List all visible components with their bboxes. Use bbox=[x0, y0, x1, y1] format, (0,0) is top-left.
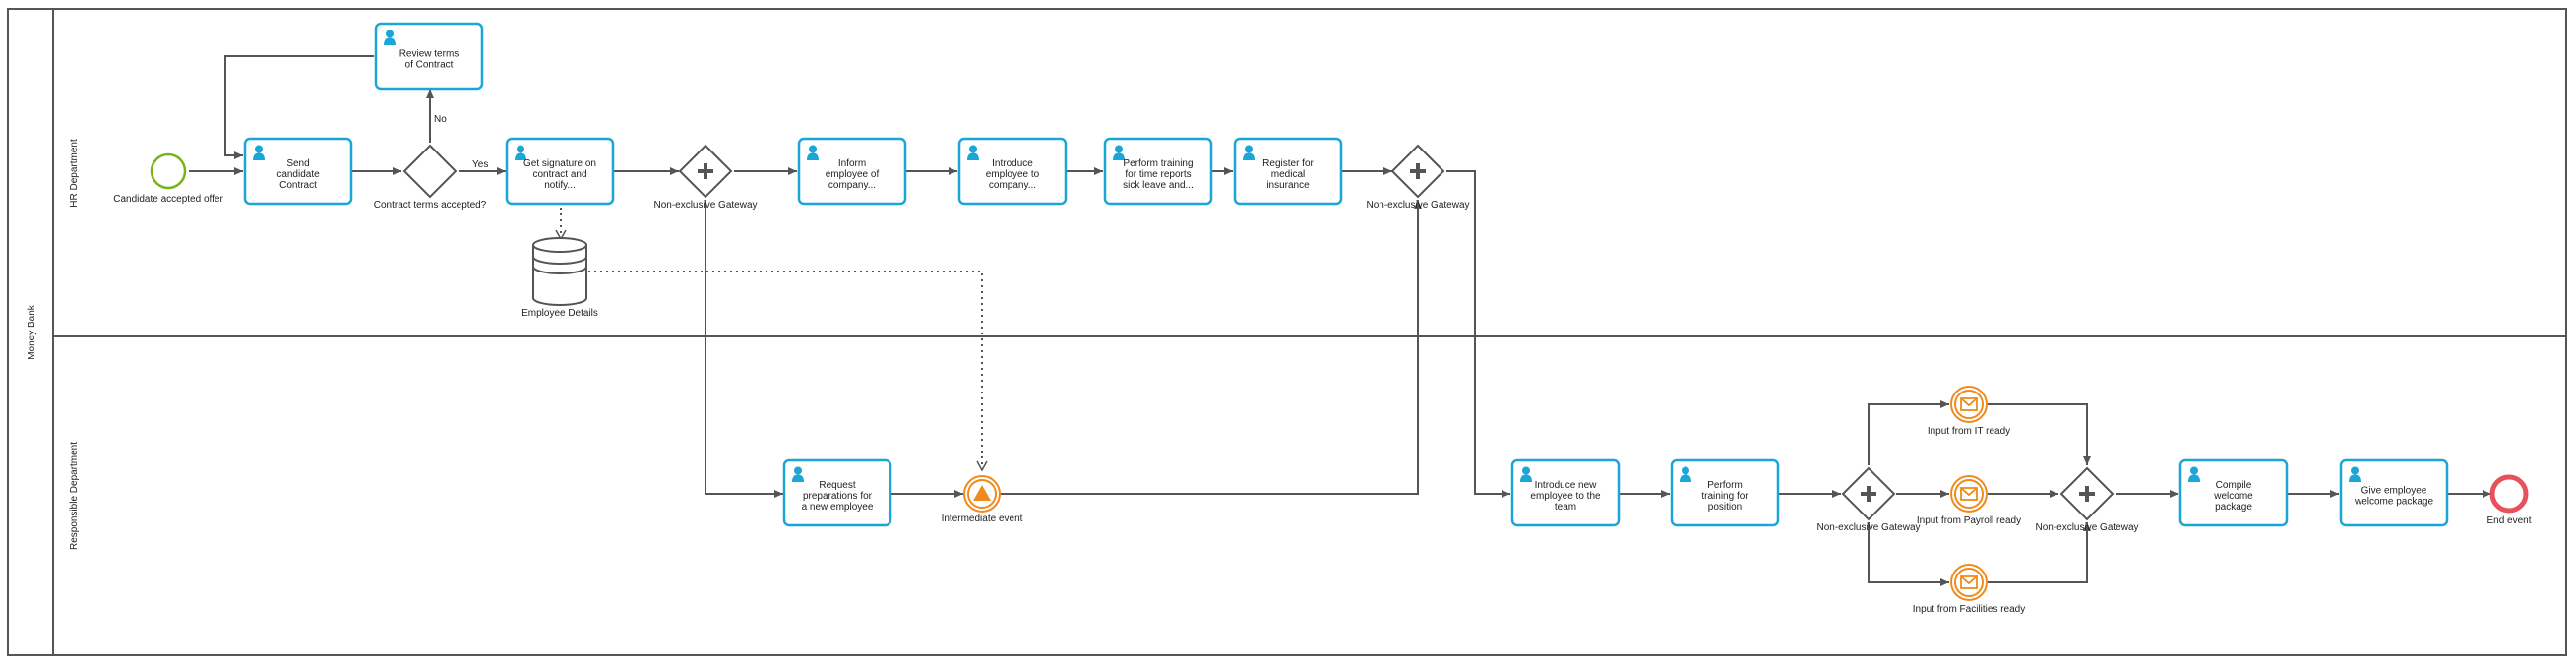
flow-label-yes: Yes bbox=[472, 159, 488, 170]
task-label: package bbox=[2215, 502, 2252, 513]
user-icon bbox=[384, 30, 396, 45]
user-icon bbox=[792, 466, 804, 482]
user-icon bbox=[1113, 145, 1125, 160]
gateway-g_terms[interactable]: Contract terms accepted? bbox=[374, 144, 487, 211]
task-label: insurance bbox=[1266, 180, 1310, 191]
pool: Money Bank HR Department Responsible Dep… bbox=[7, 8, 2567, 656]
plus-icon bbox=[698, 163, 713, 179]
task-label: Inform bbox=[838, 158, 866, 169]
pool-label: Money Bank bbox=[27, 304, 37, 360]
lane-label-hr: HR Department bbox=[69, 139, 80, 208]
task-label: employee to bbox=[986, 169, 1040, 180]
gateway-g4[interactable]: Non-exclusive Gateway bbox=[2035, 466, 2139, 533]
event-payroll[interactable]: Input from Payroll ready bbox=[1917, 475, 2021, 526]
task-label: team bbox=[1555, 502, 1576, 513]
task-label: preparations for bbox=[803, 491, 873, 502]
gateway-label: Non-exclusive Gateway bbox=[653, 200, 757, 211]
task-label: a new employee bbox=[802, 502, 874, 513]
event-facilities[interactable]: Input from Facilities ready bbox=[1913, 564, 2026, 615]
event-start[interactable]: Candidate accepted offer bbox=[113, 152, 223, 205]
task-label: company... bbox=[989, 180, 1036, 191]
task-label: candidate bbox=[276, 169, 320, 180]
user-icon bbox=[1243, 145, 1255, 160]
flow-label-no: No bbox=[434, 114, 447, 125]
task-label: sick leave and... bbox=[1123, 180, 1194, 191]
sequence-flows bbox=[189, 55, 2491, 586]
task-label: employee of bbox=[826, 169, 880, 180]
gateway-label: Non-exclusive Gateway bbox=[1816, 522, 1920, 533]
data-store-employee-details[interactable]: Employee Details bbox=[521, 237, 598, 319]
event-label: Input from Payroll ready bbox=[1917, 515, 2021, 526]
task-label: Give employee bbox=[2361, 486, 2427, 497]
task-label: medical bbox=[1271, 169, 1305, 180]
user-icon bbox=[1520, 466, 1532, 482]
gateway-g1[interactable]: Non-exclusive Gateway bbox=[653, 144, 758, 211]
event-label: Intermediate event bbox=[942, 514, 1023, 524]
task-label: of Contract bbox=[405, 60, 454, 71]
envelope-icon bbox=[1960, 575, 1978, 589]
event-it[interactable]: Input from IT ready bbox=[1928, 386, 2010, 437]
event-label: Candidate accepted offer bbox=[113, 194, 223, 205]
envelope-icon bbox=[1960, 487, 1978, 501]
task-label: Register for bbox=[1262, 158, 1314, 169]
gateway-g2[interactable]: Non-exclusive Gateway bbox=[1366, 144, 1470, 211]
task-label: Introduce new bbox=[1535, 480, 1598, 491]
task-label: Review terms bbox=[399, 49, 460, 60]
association-flows bbox=[555, 208, 988, 472]
user-icon bbox=[2188, 466, 2200, 482]
task-label: notify... bbox=[544, 180, 576, 191]
envelope-icon bbox=[1960, 397, 1978, 411]
task-label: Perform bbox=[1707, 480, 1743, 491]
user-icon bbox=[967, 145, 979, 160]
user-icon bbox=[807, 145, 819, 160]
event-end[interactable]: End event bbox=[2486, 474, 2532, 526]
escalation-icon bbox=[973, 485, 991, 501]
task-label: Get signature on bbox=[523, 158, 596, 169]
task-label: employee to the bbox=[1530, 491, 1601, 502]
lane-label-responsible: Responsible Department bbox=[69, 442, 80, 550]
task-label: Contract bbox=[279, 180, 317, 191]
gateway-label: Contract terms accepted? bbox=[374, 200, 487, 211]
user-icon bbox=[2349, 466, 2361, 482]
task-label: Request bbox=[819, 480, 855, 491]
event-label: End event bbox=[2486, 515, 2531, 526]
task-label: position bbox=[1708, 502, 1742, 513]
plus-icon bbox=[2079, 486, 2095, 502]
task-label: Compile bbox=[2216, 480, 2252, 491]
task-label: welcome bbox=[2213, 491, 2253, 502]
task-label: Send bbox=[286, 158, 309, 169]
user-icon bbox=[515, 145, 526, 160]
event-intermediate[interactable]: Intermediate event bbox=[942, 475, 1023, 524]
user-icon bbox=[253, 145, 265, 160]
gateway-label: Non-exclusive Gateway bbox=[2035, 522, 2138, 533]
data-store-label: Employee Details bbox=[521, 308, 598, 319]
task-label: for time reports bbox=[1125, 169, 1191, 180]
task-label: Introduce bbox=[992, 158, 1033, 169]
plus-icon bbox=[1861, 486, 1876, 502]
task-label: training for bbox=[1701, 491, 1748, 502]
task-label: company... bbox=[828, 180, 876, 191]
event-label: Input from IT ready bbox=[1928, 426, 2010, 437]
plus-icon bbox=[1410, 163, 1426, 179]
gateway-label: Non-exclusive Gateway bbox=[1366, 200, 1469, 211]
task-label: welcome package bbox=[2354, 497, 2433, 508]
gateway-g3[interactable]: Non-exclusive Gateway bbox=[1816, 466, 1921, 533]
task-label: Perform training bbox=[1123, 158, 1193, 169]
user-icon bbox=[1680, 466, 1691, 482]
event-label: Input from Facilities ready bbox=[1913, 604, 2026, 615]
task-label: contract and bbox=[532, 169, 586, 180]
